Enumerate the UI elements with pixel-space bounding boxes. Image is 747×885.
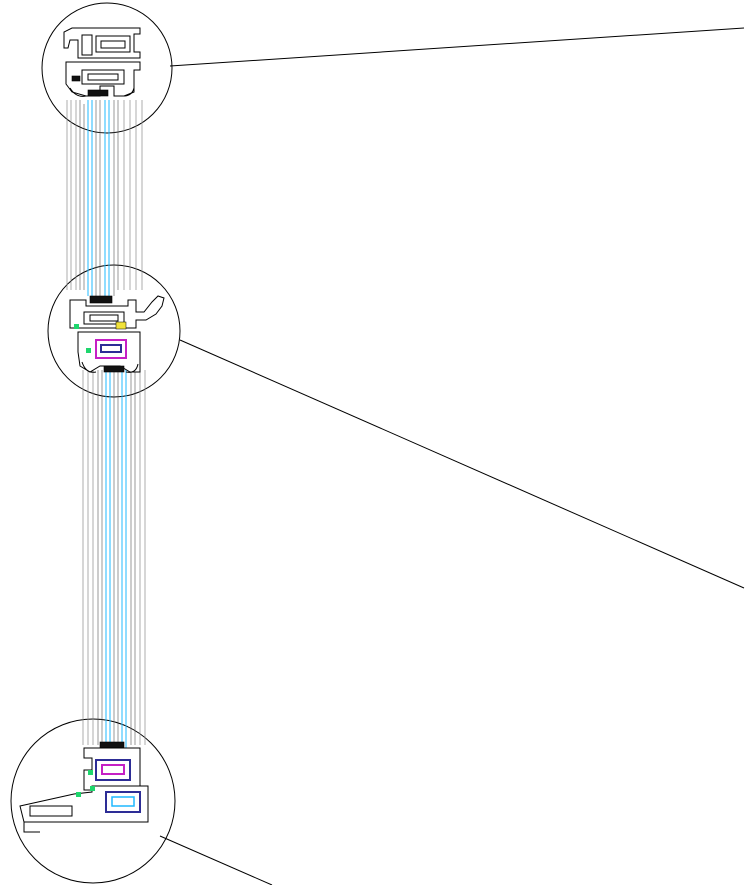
bottom-sill-profile <box>19 741 149 833</box>
detail-circle-top <box>41 2 173 134</box>
vertical-lines-upper <box>66 100 143 296</box>
top-frame-profile <box>63 27 141 97</box>
callout-line-bottom <box>159 835 273 885</box>
hardware-yellow-part <box>115 321 127 330</box>
callout-line-top <box>169 27 745 67</box>
vertical-lines-lower <box>82 370 146 750</box>
middle-transom-profile <box>69 295 165 373</box>
callout-line-middle <box>179 339 745 589</box>
